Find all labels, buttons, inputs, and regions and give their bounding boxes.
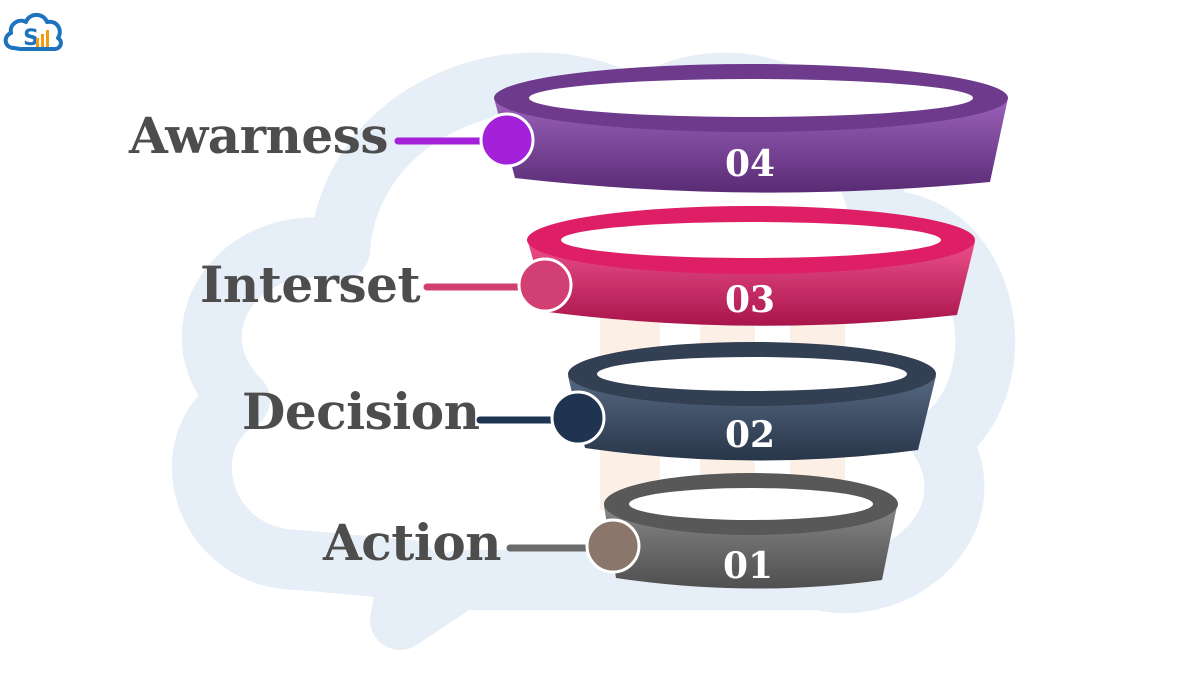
connector-decision	[476, 390, 606, 446]
funnel-ring-01: 01	[604, 473, 898, 589]
connector-awareness	[394, 112, 535, 168]
funnel-ring-03: 03	[527, 206, 975, 326]
logo-monogram: S	[23, 26, 39, 51]
stage-number-04: 04	[725, 143, 775, 185]
stage-label-action: Action	[323, 513, 502, 572]
brand-logo-icon: S	[3, 12, 63, 52]
connector-action	[506, 518, 641, 574]
funnel-ring-02: 02	[568, 342, 936, 461]
connector-dot-action	[585, 518, 641, 574]
stage-number-01: 01	[723, 545, 773, 587]
connector-dot-interest	[517, 257, 573, 313]
connector-dot-awareness	[479, 112, 535, 168]
funnel-ring-04: 04	[494, 64, 1008, 193]
stage-label-awareness: Awarness	[129, 106, 389, 165]
stage-label-interest: Interset	[200, 255, 421, 314]
stage-number-02: 02	[725, 414, 775, 456]
connector-interest	[423, 257, 573, 313]
stage-number-03: 03	[725, 279, 775, 321]
connector-dot-decision	[550, 390, 606, 446]
stage-label-decision: Decision	[242, 382, 480, 441]
